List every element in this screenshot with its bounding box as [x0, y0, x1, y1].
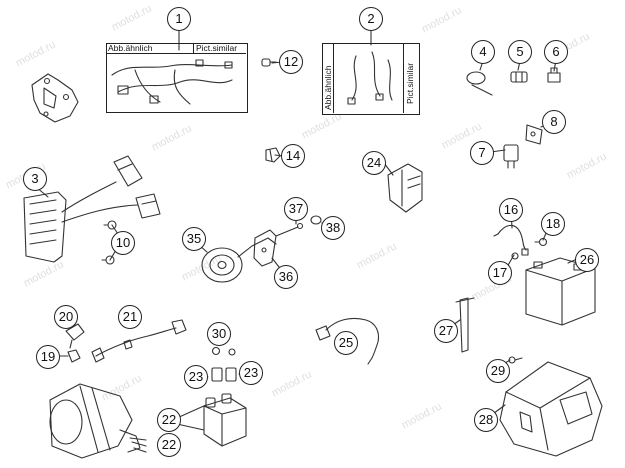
callout-25: 25: [334, 331, 358, 355]
callout-12: 12: [279, 50, 303, 74]
callout-36: 36: [274, 265, 298, 289]
inset-box-caption-right: Pict.similar: [196, 43, 238, 53]
callout-18: 18: [541, 212, 565, 236]
inset-box-caption-left: Abb.ähnlich: [108, 43, 153, 53]
inset-box-divider: [333, 43, 334, 113]
inset-box-divider: [106, 53, 246, 54]
callout-7: 7: [470, 141, 494, 165]
callout-23b: 23: [239, 361, 263, 385]
callout-2: 2: [359, 7, 383, 31]
callout-4: 4: [471, 40, 495, 64]
callout-8: 8: [542, 110, 566, 134]
inset-box-divider: [403, 43, 404, 113]
callout-29: 29: [486, 359, 510, 383]
callout-17: 17: [488, 261, 512, 285]
callout-35: 35: [182, 227, 206, 251]
callout-20: 20: [54, 305, 78, 329]
inset-box-harness: [106, 43, 248, 113]
inset-box-divider: [193, 43, 194, 53]
inset-box-caption-right: Pict.similar: [405, 62, 415, 104]
callout-19: 19: [36, 345, 60, 369]
callout-22: 22: [157, 408, 181, 432]
callout-5: 5: [508, 40, 532, 64]
callout-38: 38: [321, 216, 345, 240]
callout-30: 30: [207, 322, 231, 346]
inset-box-wiring: [322, 43, 420, 115]
callout-37: 37: [284, 197, 308, 221]
callout-24: 24: [362, 151, 386, 175]
callout-28: 28: [474, 408, 498, 432]
callout-23: 23: [184, 365, 208, 389]
callout-14: 14: [281, 144, 305, 168]
callout-6: 6: [544, 40, 568, 64]
callout-3: 3: [23, 167, 47, 191]
callout-26: 26: [575, 248, 599, 272]
callout-1: 1: [167, 7, 191, 31]
callout-10: 10: [111, 231, 135, 255]
callout-22b: 22: [157, 433, 181, 457]
callout-21: 21: [118, 305, 142, 329]
inset-box-caption-left: Abb.ähnlich: [323, 65, 333, 110]
callout-16: 16: [499, 198, 523, 222]
callout-27: 27: [434, 319, 458, 343]
